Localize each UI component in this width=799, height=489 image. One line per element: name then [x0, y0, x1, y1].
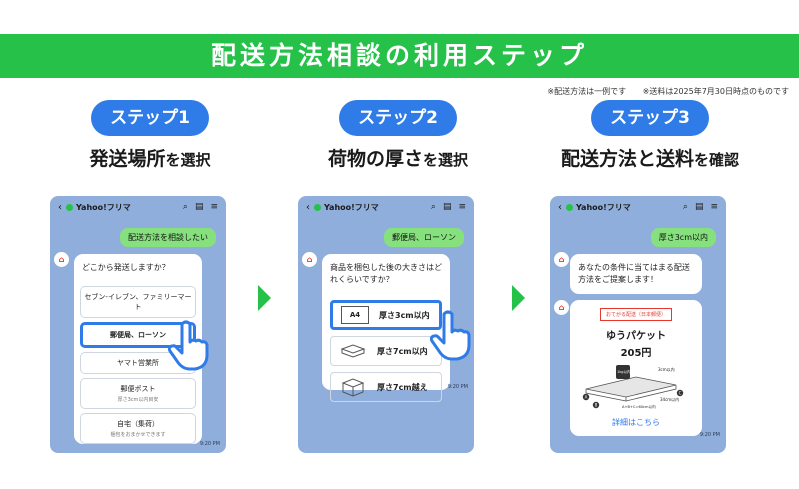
- notes-icon[interactable]: ▤: [694, 202, 704, 212]
- step-2: ステップ2 荷物の厚さを選択 ‹ Yahoo!フリマ ⌕ ▤ ≡ 郵便局、ローソ…: [278, 100, 518, 453]
- dim-a-label: A: [585, 395, 588, 400]
- chat-title: Yahoo!フリマ: [76, 202, 131, 212]
- bot-avatar: ⌂: [554, 252, 569, 267]
- chat-header: ‹ Yahoo!フリマ ⌕ ▤ ≡: [298, 196, 474, 218]
- option-label: 厚さ7cm以内: [377, 346, 428, 356]
- search-icon[interactable]: ⌕: [182, 202, 188, 212]
- option-home-pickup[interactable]: 自宅（集荷） 梱包をおまかせできます: [80, 413, 196, 444]
- option-thickness-3cm[interactable]: A4 厚さ3cm以内: [330, 300, 442, 330]
- option-post-office-lawson[interactable]: 郵便局、ローソン: [80, 322, 196, 348]
- option-thickness-over-7cm[interactable]: 厚さ7cm越え: [330, 372, 442, 402]
- chat-header: ‹ Yahoo!フリマ ⌕ ▤ ≡: [550, 196, 726, 218]
- pointing-hand-icon: [430, 310, 471, 361]
- step-2-pill: ステップ2: [339, 100, 457, 136]
- step-2-heading-main: 荷物の厚さ: [327, 148, 423, 170]
- option-label: 郵便ポスト: [120, 385, 156, 393]
- step-1-pill: ステップ1: [91, 100, 209, 136]
- footnotes: ※配送方法は一例です ※送料は2025年7月30日時点のものです: [533, 86, 789, 97]
- app-logo-icon: [566, 203, 573, 211]
- shipping-result-card: おてがる配送（日本郵便） ゆうパケット 205円 A B C 1kg以内 3cm…: [570, 300, 702, 436]
- note-shipping-example: ※配送方法は一例です: [547, 87, 627, 96]
- dim-b-label: B: [595, 403, 598, 408]
- back-icon[interactable]: ‹: [58, 201, 62, 213]
- weight-label: 1kg以内: [617, 369, 631, 374]
- pointing-hand-icon: [168, 320, 209, 371]
- bot-avatar: ⌂: [54, 252, 69, 267]
- user-message: 配送方法を相談したい: [120, 228, 216, 247]
- option-label: セブン-イレブン、ファミリーマート: [84, 293, 192, 311]
- bot-avatar: ⌂: [554, 300, 569, 315]
- menu-icon[interactable]: ≡: [210, 202, 218, 212]
- app-logo-icon: [314, 203, 321, 211]
- option-label: 厚さ3cm以内: [379, 310, 430, 320]
- menu-icon[interactable]: ≡: [710, 202, 718, 212]
- notes-icon[interactable]: ▤: [442, 202, 452, 212]
- message-time: 9:20 PM: [447, 384, 468, 390]
- length-label: 34cm以内: [660, 396, 679, 402]
- user-message: 郵便局、ローソン: [384, 228, 464, 247]
- option-sub: 梱包をおまかせできます: [110, 432, 166, 438]
- search-icon[interactable]: ⌕: [682, 202, 688, 212]
- option-seven-familymart[interactable]: セブン-イレブン、ファミリーマート: [80, 286, 196, 318]
- bot-message-text: あなたの条件に当てはまる配送方法をご提案します！: [578, 263, 690, 284]
- shipping-price: 205円: [620, 348, 652, 359]
- step-3-pill: ステップ3: [591, 100, 709, 136]
- bot-message: あなたの条件に当てはまる配送方法をご提案します！: [570, 254, 702, 294]
- option-label: 郵便局、ローソン: [110, 331, 166, 339]
- step-3-phone: ‹ Yahoo!フリマ ⌕ ▤ ≡ 厚さ3cm以内 ⌂ あなたの条件に当てはまる…: [550, 196, 726, 453]
- option-label: ヤマト営業所: [117, 359, 159, 367]
- step-1: ステップ1 発送場所を選択 ‹ Yahoo!フリマ ⌕ ▤ ≡ 配送方法を相談し…: [30, 100, 270, 453]
- shipping-badge: おてがる配送（日本郵便）: [599, 308, 672, 321]
- message-time: 9:20 PM: [699, 432, 720, 438]
- package-size-diagram: A B C 1kg以内 3cm以内 34cm以内 A+B+C=60cm以内: [582, 365, 684, 409]
- total-size-label: A+B+C=60cm以内: [622, 404, 656, 409]
- details-link[interactable]: 詳細はこちら: [612, 418, 660, 427]
- search-icon[interactable]: ⌕: [430, 202, 436, 212]
- option-post-box[interactable]: 郵便ポスト厚さ3cm以内目安: [80, 378, 196, 409]
- step-2-heading-small: を選択: [423, 151, 469, 169]
- flat-box-icon: [339, 342, 367, 360]
- notes-icon[interactable]: ▤: [194, 202, 204, 212]
- option-yamato[interactable]: ヤマト営業所: [80, 352, 196, 374]
- step-2-phone: ‹ Yahoo!フリマ ⌕ ▤ ≡ 郵便局、ローソン ⌂ 商品を梱包した後の大き…: [298, 196, 474, 453]
- big-box-icon: [339, 378, 367, 397]
- note-fee-date: ※送料は2025年7月30日時点のものです: [642, 87, 789, 96]
- step-3: ステップ3 配送方法と送料を確認 ‹ Yahoo!フリマ ⌕ ▤ ≡ 厚さ3cm…: [530, 100, 770, 453]
- step-1-heading: 発送場所を選択: [30, 146, 270, 173]
- step-1-heading-main: 発送場所: [89, 148, 166, 170]
- step-1-heading-small: を選択: [165, 151, 211, 169]
- option-label: 自宅（集荷）: [117, 420, 159, 428]
- step-1-phone: ‹ Yahoo!フリマ ⌕ ▤ ≡ 配送方法を相談したい ⌂ どこから発送します…: [50, 196, 226, 453]
- arrow-right-icon: [512, 285, 525, 311]
- bot-message-text: 商品を梱包した後の大きさはどれくらいですか？: [330, 263, 442, 284]
- option-label: 厚さ7cm越え: [377, 382, 428, 392]
- back-icon[interactable]: ‹: [558, 201, 562, 213]
- dim-c-label: C: [679, 391, 682, 396]
- shipping-method-name: ゆうパケット: [606, 331, 666, 342]
- page-banner: 配送方法相談の利用ステップ: [0, 34, 799, 78]
- step-3-heading-small: を確認: [694, 151, 740, 169]
- chat-title: Yahoo!フリマ: [576, 202, 631, 212]
- option-sub: 厚さ3cm以内目安: [117, 397, 159, 403]
- arrow-right-icon: [258, 285, 271, 311]
- message-time: 9:20 PM: [199, 441, 220, 447]
- option-thickness-7cm[interactable]: 厚さ7cm以内: [330, 336, 442, 366]
- thickness-label: 3cm以内: [658, 366, 675, 372]
- chat-title: Yahoo!フリマ: [324, 202, 379, 212]
- bot-message-text: どこから発送しますか？: [82, 263, 170, 272]
- menu-icon[interactable]: ≡: [458, 202, 466, 212]
- step-3-heading: 配送方法と送料を確認: [530, 146, 770, 173]
- bot-message: 商品を梱包した後の大きさはどれくらいですか？ A4 厚さ3cm以内 厚さ7cm以…: [322, 254, 450, 402]
- user-message: 厚さ3cm以内: [650, 228, 716, 247]
- back-icon[interactable]: ‹: [306, 201, 310, 213]
- a4-icon: A4: [341, 306, 369, 324]
- bot-avatar: ⌂: [302, 252, 317, 267]
- step-2-heading: 荷物の厚さを選択: [278, 146, 518, 173]
- step-3-heading-main: 配送方法と送料: [560, 148, 694, 170]
- app-logo-icon: [66, 203, 73, 211]
- chat-header: ‹ Yahoo!フリマ ⌕ ▤ ≡: [50, 196, 226, 218]
- bot-message: どこから発送しますか？ セブン-イレブン、ファミリーマート 郵便局、ローソン ヤ…: [74, 254, 202, 444]
